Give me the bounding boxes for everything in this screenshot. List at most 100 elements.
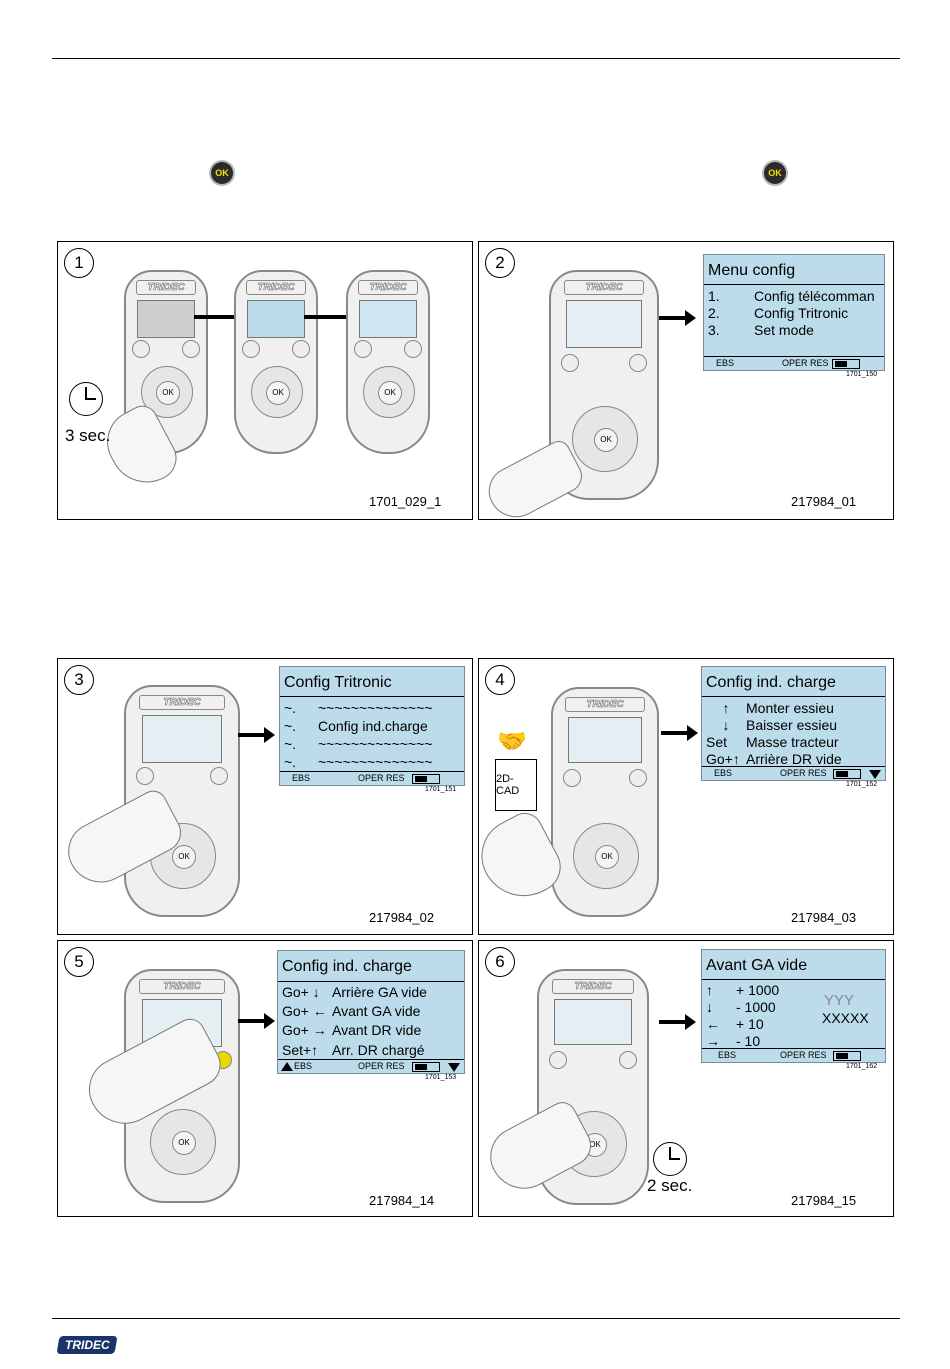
status-bar: EBS OPER RES bbox=[278, 1059, 464, 1073]
status-mid: OPER RES bbox=[358, 773, 405, 783]
remote-screen-mini bbox=[141, 715, 223, 763]
step-number: 5 bbox=[64, 947, 94, 977]
row-key: Go+↑ bbox=[706, 751, 740, 767]
page-key-right bbox=[182, 340, 200, 358]
remote-control: TRIDEC bbox=[551, 687, 659, 917]
remote-screen-mini bbox=[554, 999, 632, 1045]
direction-pad bbox=[573, 823, 639, 889]
battery-icon bbox=[833, 1051, 861, 1061]
screen-code: 1701_151 bbox=[425, 786, 457, 793]
remote-control: TRIDEC bbox=[346, 270, 430, 454]
page-key-right bbox=[629, 354, 647, 372]
screen-code: 1701_153 bbox=[425, 1074, 457, 1081]
direction-pad bbox=[572, 406, 638, 472]
top-rule bbox=[52, 58, 900, 59]
remote-logo: TRIDEC bbox=[357, 280, 419, 295]
row-key: ↑ bbox=[706, 982, 713, 998]
page-key-left bbox=[561, 354, 579, 372]
status-left: EBS bbox=[292, 773, 311, 783]
remote-logo: TRIDEC bbox=[135, 280, 197, 295]
screen-title: Config ind. charge bbox=[282, 958, 412, 975]
row-label: Monter essieu bbox=[746, 700, 834, 716]
page-key-left bbox=[242, 340, 260, 358]
figure-reference: 217984_01 bbox=[791, 494, 857, 509]
row-index: ~. bbox=[284, 736, 297, 752]
status-left: EBS bbox=[294, 1061, 313, 1071]
remote-screen-off bbox=[137, 300, 195, 338]
step-number: 2 bbox=[485, 248, 515, 278]
screen-title: Config ind. charge bbox=[706, 674, 836, 691]
row-label: Baisser essieu bbox=[746, 717, 838, 733]
screen-row: ↑+ 1000 bbox=[706, 982, 779, 998]
remote-logo: TRIDEC bbox=[139, 979, 225, 994]
row-key: ↓ bbox=[722, 717, 730, 733]
row-index: ~. bbox=[284, 754, 297, 770]
direction-pad bbox=[150, 1109, 216, 1175]
direction-pad bbox=[251, 366, 303, 418]
row-label: Arrière DR vide bbox=[746, 751, 842, 767]
screen-row: Go+↑ Arrière DR vide bbox=[706, 751, 842, 767]
row-label: Config Tritronic bbox=[754, 305, 849, 321]
row-index: ~. bbox=[284, 700, 297, 716]
screen-code: 1701_162 bbox=[846, 1063, 878, 1070]
figure-reference: 217984_14 bbox=[369, 1193, 435, 1208]
remote-screen-mini bbox=[565, 300, 643, 348]
page-key-left bbox=[549, 1051, 567, 1069]
row-key: ↑ bbox=[722, 700, 730, 716]
scroll-down-icon bbox=[448, 1063, 460, 1072]
status-left: EBS bbox=[718, 1050, 737, 1060]
value-placeholder-b: XXXXX bbox=[822, 1010, 869, 1026]
page-key-left bbox=[132, 340, 150, 358]
row-key: Set+↑ bbox=[282, 1042, 319, 1058]
ok-button-icon: OK bbox=[211, 162, 233, 184]
document-label: 2D-CAD bbox=[496, 773, 520, 797]
row-value: - 1000 bbox=[736, 999, 776, 1015]
remote-screen-mini bbox=[567, 717, 643, 763]
page-key-right bbox=[619, 1051, 637, 1069]
figure-reference: 1701_029_1 bbox=[369, 494, 442, 509]
lcd-screen: Avant GA vide ↑+ 1000 ↓ - 1000 ← + 10 →- 1… bbox=[701, 949, 886, 1063]
screen-divider bbox=[278, 981, 464, 982]
status-mid: OPER RES bbox=[358, 1061, 405, 1071]
row-index: 2. bbox=[708, 305, 720, 321]
status-bar: EBS OPER RES bbox=[280, 771, 464, 785]
screen-row: ← + 10 bbox=[706, 1016, 764, 1032]
row-key: ← bbox=[706, 1016, 720, 1032]
status-bar: EBS OPER RES bbox=[702, 1048, 885, 1062]
screen-row: →- 10 bbox=[706, 1033, 760, 1049]
row-key: Set bbox=[706, 734, 728, 750]
step-panel-4: 4 🤝 2D-CAD TRIDEC Config ind. charge ↑Mo… bbox=[478, 658, 894, 935]
remote-logo: TRIDEC bbox=[565, 697, 645, 712]
battery-icon bbox=[833, 769, 861, 779]
lcd-screen: Config ind. charge ↑ Monter essieu ↓ Baiss… bbox=[701, 666, 886, 781]
screen-row: Set Masse tracteur bbox=[706, 734, 839, 750]
row-label: Masse tracteur bbox=[746, 734, 839, 750]
page-key-right bbox=[629, 769, 647, 787]
remote-logo: TRIDEC bbox=[139, 695, 225, 710]
remote-logo: TRIDEC bbox=[563, 280, 645, 295]
screen-title: Avant GA vide bbox=[706, 957, 808, 974]
value-placeholder-a: YYY bbox=[824, 992, 855, 1009]
row-label: Config ind.charge bbox=[318, 718, 428, 734]
screen-divider bbox=[704, 284, 884, 285]
screen-row: ~. ~~~~~~~~~~~~~~ bbox=[284, 754, 432, 770]
screen-row: ↑ Monter essieu bbox=[706, 700, 834, 716]
arrow-right-icon bbox=[304, 309, 357, 325]
figure-reference: 217984_15 bbox=[791, 1193, 857, 1208]
page-key-left bbox=[354, 340, 372, 358]
status-bar: EBS OPER RES bbox=[704, 356, 884, 370]
screen-row: Go+ →Avant DR vide bbox=[282, 1022, 421, 1038]
remote-logo: TRIDEC bbox=[551, 979, 635, 994]
page-key-right bbox=[292, 340, 310, 358]
status-left: EBS bbox=[714, 768, 733, 778]
row-key: ↓ bbox=[706, 999, 713, 1015]
row-value: + 10 bbox=[736, 1016, 764, 1032]
row-label: ~~~~~~~~~~~~~~ bbox=[318, 754, 433, 770]
screen-row: ~. ~~~~~~~~~~~~~~ bbox=[284, 700, 432, 716]
row-label: ~~~~~~~~~~~~~~ bbox=[318, 700, 433, 716]
screen-divider bbox=[702, 696, 885, 697]
row-key: → bbox=[706, 1033, 720, 1049]
hold-duration-label: 2 sec. bbox=[647, 1176, 693, 1195]
screen-row: Go+ ←Avant GA vide bbox=[282, 1003, 420, 1019]
step-panel-1: 1 TRIDEC TRIDEC TRIDEC 3 sec. 1701_029_1 bbox=[57, 241, 473, 520]
